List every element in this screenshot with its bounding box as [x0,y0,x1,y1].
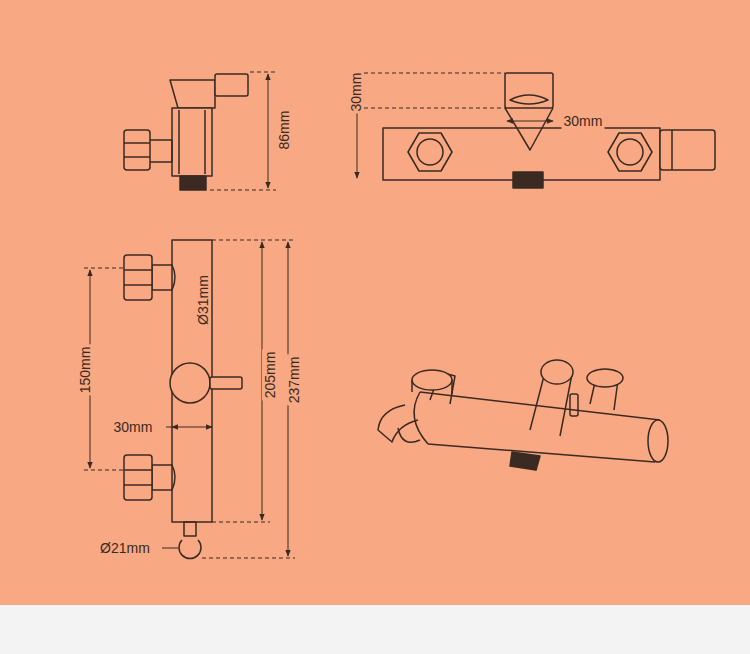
dimension-label: Ø21mm [98,540,152,556]
dimension-label: 30mm [562,113,605,129]
dimension-label: 86mm [276,109,292,152]
dimension-label: Ø31mm [195,273,211,327]
dimension-label: 205mm [262,350,278,401]
dimension-label: 150mm [77,345,93,396]
dimension-label: 237mm [286,355,302,406]
dimension-label: 30mm [112,419,155,435]
dimension-label: 30mm [348,71,364,114]
